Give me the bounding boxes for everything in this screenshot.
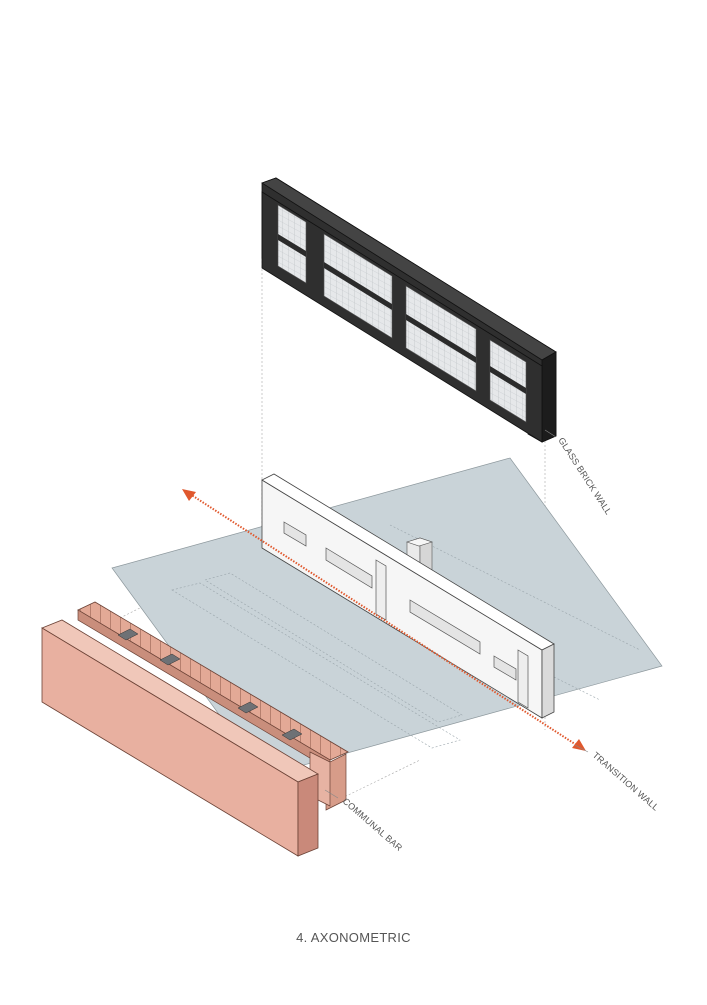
arrow-head-icon — [182, 489, 196, 501]
leader-lines — [324, 429, 589, 799]
transition-arrow — [182, 489, 586, 751]
transition-wall — [261, 473, 555, 719]
transition-wall-label: TRANSITION WALL — [591, 750, 661, 813]
diagram-caption: 4. AXONOMETRIC — [296, 930, 411, 945]
glass-brick-wall — [261, 177, 557, 443]
glass-brick-wall-label: GLASS BRICK WALL — [556, 436, 613, 517]
arrow-head-icon — [572, 739, 586, 751]
communal-bar-label: COMMUNAL BAR — [341, 796, 405, 853]
communal-bar — [41, 601, 349, 857]
